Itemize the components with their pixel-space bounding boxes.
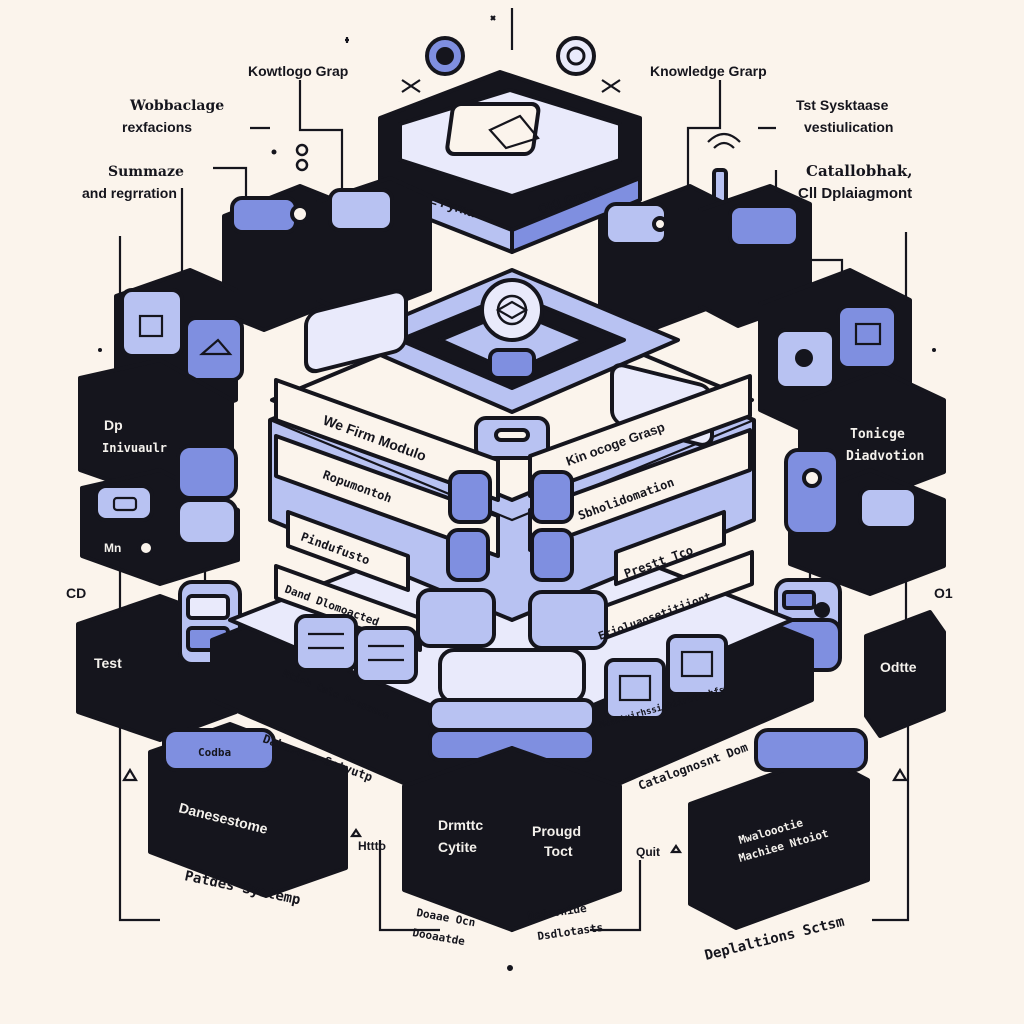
top-module: [378, 70, 642, 254]
bottom-blocks: [148, 722, 870, 932]
annotation-wob-2: rexfacions: [122, 119, 192, 135]
arrow-markers: [122, 767, 908, 854]
annotation-cat-1: Catallobhak,: [806, 162, 912, 180]
core-hub-icon: [480, 278, 544, 342]
label-quit: Quit: [636, 845, 660, 859]
label-test: Test: [94, 655, 122, 671]
annotation-o1: O1: [934, 585, 953, 601]
label-cytite: Cytite: [438, 839, 477, 855]
annotation-cd: CD: [66, 585, 86, 601]
left-tower-panel: [120, 288, 184, 358]
label-dsp-2: Dsdlotasts: [537, 921, 604, 943]
annotation-labels: Kowtlogo Grap Knowledge Grarp Wobbaclage…: [66, 63, 953, 601]
right-side-blocks: [774, 368, 946, 738]
side-block-labels: Dp Inivuaulr Mn Test Tonicge Diadvotion …: [94, 417, 924, 675]
annotation-tst-2: vestiulication: [804, 119, 893, 135]
annotation-tst-1: Tst Sysktaase: [796, 97, 889, 113]
label-odtte: Odtte: [880, 659, 917, 675]
annotation-kg-right: Knowledge Grarp: [650, 63, 767, 79]
label-drmttc: Drmttc: [438, 817, 483, 833]
label-mn: Mn: [104, 541, 121, 555]
label-dp: Dp: [104, 417, 123, 433]
annotation-cat-2: Cll Dplaiagmont: [798, 185, 912, 202]
core-stack: [210, 268, 814, 832]
label-diadvotion: Diadvotion: [846, 449, 924, 464]
label-inivuaulr: Inivuaulr: [102, 441, 167, 455]
label-httto: Httto: [358, 839, 386, 853]
annotation-wob-1: Wobbaclage: [129, 98, 224, 114]
label-prougd: Prougd: [532, 823, 581, 839]
label-codba: Codba: [198, 746, 231, 759]
annotation-kg-left: Kowtlogo Grap: [248, 63, 348, 79]
annotation-sum-1: Summaze: [108, 164, 184, 180]
right-tower-panel: [836, 304, 898, 370]
label-toct: Toct: [544, 843, 573, 859]
wifi-icon: [707, 132, 741, 149]
annotation-sum-2: and regrration: [82, 185, 177, 201]
graph-target-icon: [556, 36, 596, 76]
label-tonicge: Tonicge: [850, 427, 905, 442]
